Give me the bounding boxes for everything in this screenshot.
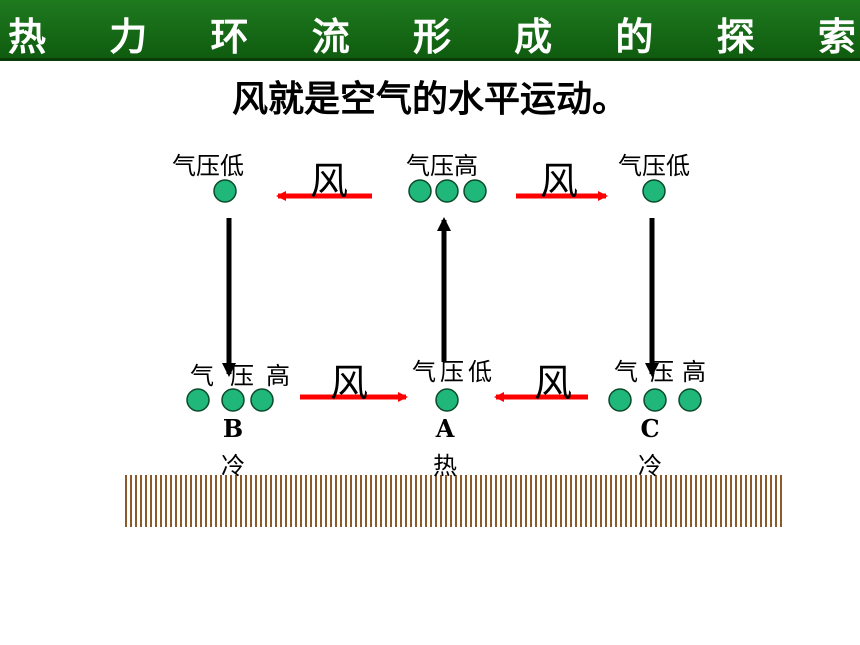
lower-center-pressure-label: 气压低 xyxy=(412,358,492,386)
air-particle xyxy=(463,179,487,203)
point-b-letter: B xyxy=(222,414,244,443)
point-c-letter: C xyxy=(640,414,660,443)
upper-center-pressure-label: 气压高 xyxy=(406,152,478,180)
point-b-temperature: 冷 xyxy=(221,452,245,480)
upper-right-wind-label: 风 xyxy=(540,159,579,203)
air-particle xyxy=(221,388,245,412)
point-a-letter: A xyxy=(435,414,455,443)
ground-surface xyxy=(122,475,782,527)
title-char: 流 xyxy=(311,15,350,59)
air-particle xyxy=(678,388,702,412)
lower-left-wind-label: 风 xyxy=(330,361,369,405)
title-char: 形 xyxy=(412,15,451,59)
air-particle xyxy=(250,388,274,412)
air-particle xyxy=(186,388,210,412)
title-char: 热 xyxy=(8,15,47,59)
air-particle xyxy=(435,179,459,203)
title-char: 成 xyxy=(514,15,553,59)
lower-right-pressure-label: 气压高 xyxy=(614,358,706,386)
title-char: 探 xyxy=(716,15,755,59)
lower-right-wind-label: 风 xyxy=(534,361,573,405)
slide-title: 热 力 环 流 形 成 的 探 索 xyxy=(8,6,856,61)
air-particle xyxy=(408,179,432,203)
title-char: 索 xyxy=(817,15,856,59)
title-char: 环 xyxy=(210,15,249,59)
title-bar: 热 力 环 流 形 成 的 探 索 xyxy=(0,0,860,61)
air-particle xyxy=(435,388,459,412)
title-char: 的 xyxy=(615,15,654,59)
air-particle xyxy=(643,388,667,412)
upper-left-pressure-label: 气压低 xyxy=(172,152,244,180)
air-particle xyxy=(608,388,632,412)
point-c-temperature: 冷 xyxy=(638,452,662,480)
upper-left-wind-label: 风 xyxy=(310,159,349,203)
air-particle xyxy=(642,179,666,203)
subtitle: 风就是空气的水平运动。 xyxy=(231,79,628,120)
point-a-temperature: 热 xyxy=(433,452,457,480)
lower-left-pressure-label: 气压高 xyxy=(190,362,290,390)
upper-right-pressure-label: 气压低 xyxy=(618,152,690,180)
title-char: 力 xyxy=(109,15,148,59)
air-particle xyxy=(213,179,237,203)
